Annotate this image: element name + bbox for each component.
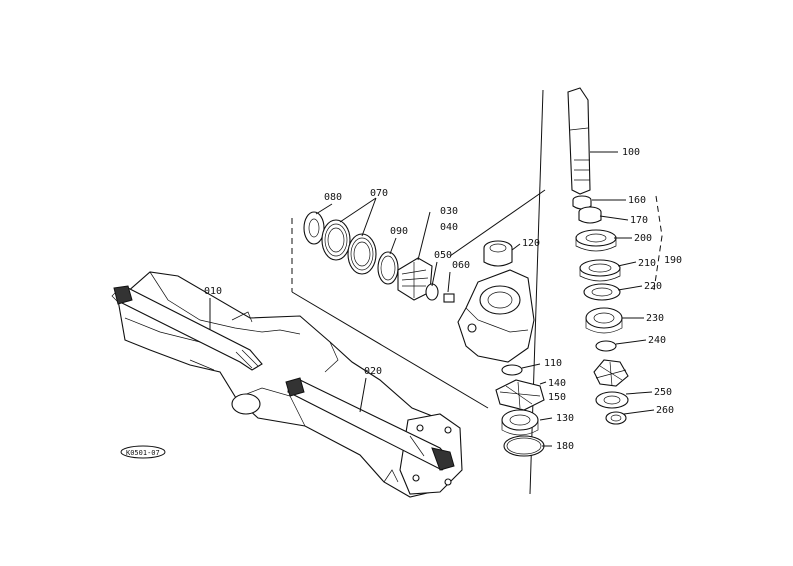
- callout-060: 060: [452, 260, 470, 271]
- callout-120: 120: [522, 238, 540, 249]
- callout-090: 090: [390, 226, 408, 237]
- washer-050: [425, 283, 439, 301]
- callout-030: 030: [440, 206, 458, 217]
- leader-lines: [209, 151, 655, 447]
- callout-040: 040: [440, 222, 458, 233]
- snap-ring-090: [377, 251, 399, 285]
- callout-240: 240: [648, 335, 666, 346]
- vertical-shaft-100: [567, 87, 591, 195]
- bearing-230: [585, 307, 623, 334]
- callout-020: 020: [364, 366, 382, 377]
- callout-050: 050: [434, 250, 452, 261]
- callout-150: 150: [548, 392, 566, 403]
- bearing-070-b: [347, 233, 377, 275]
- callout-180: 180: [556, 441, 574, 452]
- bearing-250: [595, 391, 629, 409]
- callout-220: 220: [644, 281, 662, 292]
- callout-160: 160: [628, 195, 646, 206]
- callout-labels: 010 020 030 040 050 060 070 080 090 100 …: [204, 147, 682, 452]
- snap-ring-180: [503, 435, 545, 457]
- callout-170: 170: [630, 215, 648, 226]
- bearing-120: [483, 240, 513, 267]
- sleeve-170: [578, 206, 602, 224]
- callout-140: 140: [548, 378, 566, 389]
- axle-shaft-010: [111, 285, 263, 371]
- bevel-gear-140-150: [495, 379, 545, 411]
- bearing-200: [575, 229, 617, 252]
- bearing-130: [501, 409, 539, 436]
- nut-260: [605, 411, 627, 425]
- reference-code-badge: K0501-07: [120, 445, 166, 459]
- pinion-gear: [593, 359, 629, 387]
- callout-190: 190: [664, 255, 682, 266]
- callout-070: 070: [370, 188, 388, 199]
- bearing-220: [583, 283, 621, 301]
- washer-240: [595, 340, 617, 352]
- callout-130: 130: [556, 413, 574, 424]
- callout-230: 230: [646, 313, 664, 324]
- gear-case: [457, 269, 535, 363]
- callout-110: 110: [544, 358, 562, 369]
- seal-080: [303, 211, 325, 245]
- callout-100: 100: [622, 147, 640, 158]
- callout-210: 210: [638, 258, 656, 269]
- callout-080: 080: [324, 192, 342, 203]
- callout-200: 200: [634, 233, 652, 244]
- callout-010: 010: [204, 286, 222, 297]
- washer-110: [501, 364, 523, 376]
- bearing-210: [579, 259, 621, 282]
- callout-250: 250: [654, 387, 672, 398]
- axle-shaft-020: [285, 377, 455, 471]
- pin-060: [443, 293, 455, 303]
- reference-code: K0501-07: [126, 449, 160, 457]
- callout-260: 260: [656, 405, 674, 416]
- bearing-070-a: [321, 219, 351, 261]
